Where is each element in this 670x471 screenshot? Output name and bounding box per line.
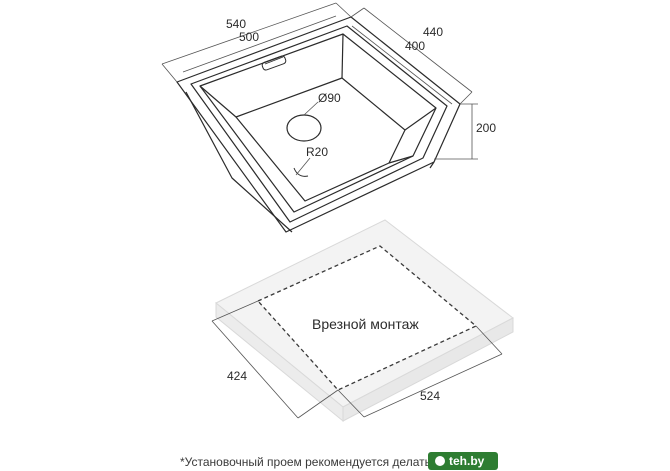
- dim-line-500: [182, 15, 337, 73]
- sink-wall-edge-left: [199, 85, 237, 118]
- dim-line-424: [211, 320, 299, 419]
- dim-text-drain: Ø90: [318, 91, 341, 105]
- sink-dimension-lines: [161, 2, 478, 176]
- dim-line-400: [351, 25, 453, 105]
- dim-ext-424-b: [297, 389, 339, 419]
- cutout-label: Врезной монтаж: [312, 316, 419, 332]
- dim-text-500: 500: [239, 30, 259, 44]
- overflow-slot-inner: [264, 56, 284, 65]
- dim-leader-radius: [295, 157, 311, 176]
- dim-ext-540-b: [335, 2, 352, 18]
- dim-line-440: [363, 7, 473, 93]
- sink-wall-edge-right: [404, 107, 437, 131]
- cutout-dashed-outline: [256, 245, 478, 391]
- sink-wall-edge-back: [341, 33, 344, 79]
- watermark: teh.by: [428, 452, 498, 470]
- dim-ext-440-a: [350, 7, 365, 18]
- corner-radius-arc: [293, 167, 309, 177]
- dim-ext-424-a: [211, 300, 259, 322]
- sink-outer-rim: [176, 16, 461, 233]
- dim-text-440: 440: [423, 25, 443, 39]
- cutout-opening: [258, 246, 476, 390]
- dim-line-524: [363, 353, 503, 418]
- sink-dimension-texts: 540 500 440 400 Ø90 R20 200: [226, 17, 496, 159]
- watermark-badge: [428, 452, 498, 470]
- sink-inner-rim: [190, 25, 448, 223]
- drain-hole-icon: [286, 114, 322, 142]
- installation-footnote: *Установочный проем рекомендуется делать…: [180, 455, 497, 469]
- sink-body-side: [185, 91, 293, 233]
- slab-left-edge: [215, 301, 344, 423]
- overflow-slot-icon: [261, 55, 287, 71]
- dim-text-424: 424: [227, 369, 247, 383]
- dim-ext-540-a: [161, 63, 178, 83]
- dim-leader-drain: [303, 101, 319, 116]
- sink-bowl-top: [199, 33, 437, 213]
- watermark-logo-icon: [435, 456, 445, 466]
- dim-line-540: [161, 2, 337, 65]
- sink-wall-edge-front: [388, 155, 414, 164]
- watermark-text: teh.by: [449, 454, 485, 468]
- dim-text-200: 200: [476, 121, 496, 135]
- sink-body-front: [429, 161, 435, 169]
- dim-ext-524-a: [337, 389, 365, 418]
- dim-ext-440-b: [459, 91, 473, 105]
- cutout-dimension-lines: [211, 300, 503, 419]
- cutout-drawing: Врезной монтаж: [215, 219, 514, 423]
- dim-ext-524-b: [475, 325, 503, 355]
- dim-text-radius: R20: [306, 145, 328, 159]
- dim-text-524: 524: [420, 389, 440, 403]
- sink-bowl-floor: [235, 77, 406, 202]
- sink-drawing: [176, 16, 461, 233]
- dim-text-540: 540: [226, 17, 246, 31]
- dim-text-400: 400: [405, 39, 425, 53]
- cutout-dimension-texts: 424 524: [227, 369, 440, 403]
